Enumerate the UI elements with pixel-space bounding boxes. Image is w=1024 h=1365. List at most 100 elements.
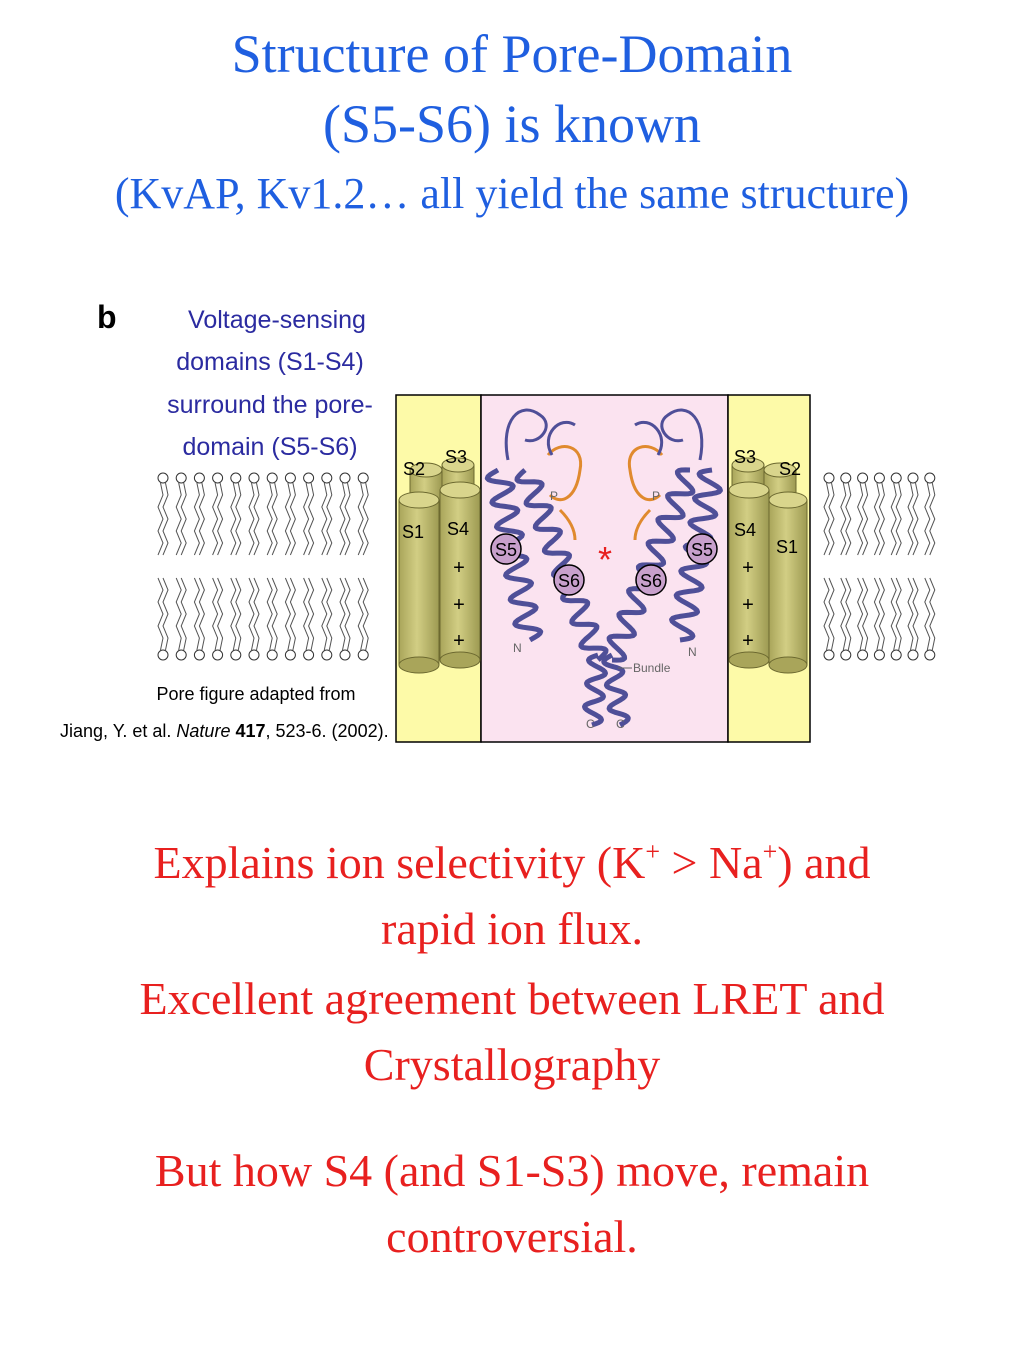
right-s1-label: S1 (776, 537, 798, 557)
lipid-tail (862, 482, 869, 556)
lipid-head (212, 472, 224, 484)
svg-text:surround the pore-: surround the pore- (167, 391, 373, 419)
s5-right-marker: S5 (686, 533, 718, 565)
lipid-bilayer (157, 472, 936, 661)
lipid-tail (840, 577, 847, 651)
lipid-head (284, 649, 296, 661)
lipid-tail (253, 577, 260, 651)
lipid-tail (321, 482, 328, 556)
s5-left-marker: S5 (490, 533, 522, 565)
lipid-tail (823, 482, 830, 556)
helix-ribbon (514, 468, 609, 662)
lipid-head (303, 649, 315, 661)
right-s1-cylinder (768, 491, 808, 674)
lipid-head (924, 472, 936, 484)
helix-ribbon (601, 652, 631, 728)
selectivity-loops (504, 408, 704, 541)
lipid-tail (845, 482, 852, 556)
lipid-tail (271, 482, 278, 556)
lipid-tail (284, 482, 291, 556)
lipid-head (321, 649, 333, 661)
lipid-head (321, 472, 333, 484)
lipid-tail (357, 482, 364, 556)
left-s4-charge: + (453, 557, 465, 579)
lipid-head (890, 472, 902, 484)
svg-text:S5: S5 (691, 540, 713, 560)
lipid-head (339, 649, 351, 661)
lipid-head (840, 649, 852, 661)
svg-text:S5: S5 (495, 540, 517, 560)
lipid-tail (284, 577, 291, 651)
lipid-tail (271, 577, 278, 651)
lipid-head (303, 472, 315, 484)
right-s4-charge: + (742, 630, 754, 652)
slide-title-line-2: (S5-S6) is known (322, 94, 702, 154)
lipid-tail (266, 577, 273, 651)
svg-text:domain (S5-S6): domain (S5-S6) (182, 433, 357, 461)
lipid-head (212, 649, 224, 661)
panel-letter: b (97, 299, 117, 335)
crystallography-line: Crystallography (363, 1039, 661, 1090)
lipid-head (840, 472, 852, 484)
lipid-tail (235, 577, 242, 651)
lipid-tail (895, 577, 902, 651)
ion-star-marker: * (598, 539, 612, 580)
slide-subtitle: (KvAP, Kv1.2… all yield the same structu… (114, 169, 910, 218)
right-n-label: N (688, 645, 697, 659)
lipid-head (284, 472, 296, 484)
left-s1-cylinder (398, 491, 440, 674)
right-p-label: P (652, 489, 660, 503)
lipid-head (193, 649, 205, 661)
lipid-tail (321, 577, 328, 651)
lipid-tail (162, 577, 169, 651)
lipid-tail (929, 577, 936, 651)
lipid-tail (180, 482, 187, 556)
lipid-head (907, 649, 919, 661)
lipid-tail (212, 577, 219, 651)
right-s4-charge: + (742, 594, 754, 616)
bundle-label: Bundle (633, 661, 671, 675)
lipid-tail (828, 482, 835, 556)
lipid-tail (895, 482, 902, 556)
right-s3-label: S3 (734, 447, 756, 467)
right-s4-charge: + (742, 557, 754, 579)
lipid-tail (289, 482, 296, 556)
lipid-tail (248, 577, 255, 651)
lipid-head (873, 649, 885, 661)
left-c-label: C (586, 717, 595, 731)
lipid-tail (828, 577, 835, 651)
lipid-head (157, 649, 169, 661)
lipid-head (248, 472, 260, 484)
lipid-head (248, 649, 260, 661)
lipid-tail (308, 577, 315, 651)
left-s4-cylinder (439, 481, 481, 669)
lipid-tail (212, 482, 219, 556)
lipid-tail (235, 482, 242, 556)
right-c-label: C (616, 717, 625, 731)
lipid-tail (303, 482, 310, 556)
lipid-tail (924, 577, 931, 651)
lipid-tail (873, 482, 880, 556)
lipid-tail (878, 482, 885, 556)
controversy-line-2: controversial. (386, 1211, 638, 1262)
right-s4-cylinder (728, 481, 770, 669)
lipid-tail (193, 577, 200, 651)
lipid-tail (157, 482, 164, 556)
lipid-head (339, 472, 351, 484)
lipid-tail (823, 577, 830, 651)
lipid-head (857, 649, 869, 661)
lipid-tail (193, 482, 200, 556)
right-s2-label: S2 (779, 459, 801, 479)
lipid-tail (862, 577, 869, 651)
lipid-tail (362, 577, 369, 651)
figure-caption: Voltage-sensing domains (S1-S4) surround… (167, 306, 373, 461)
lipid-head (907, 472, 919, 484)
agreement-line: Excellent agreement between LRET and (139, 973, 885, 1024)
lipid-head (924, 649, 936, 661)
lipid-tail (344, 482, 351, 556)
lipid-tail (157, 577, 164, 651)
lipid-tail (907, 482, 914, 556)
controversy-line-1: But how S4 (and S1-S3) move, remain (154, 1145, 870, 1196)
lipid-tail (175, 482, 182, 556)
lipid-tail (303, 577, 310, 651)
